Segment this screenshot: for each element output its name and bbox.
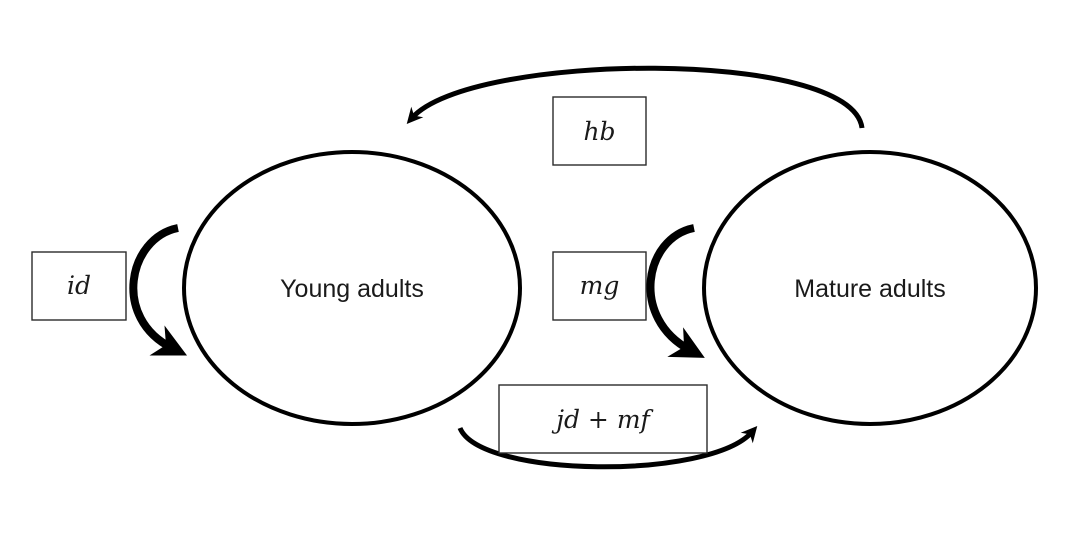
arrow-hb (406, 65, 865, 129)
rate-mg-label: mg (580, 271, 620, 300)
node-mature-adults: Mature adults (702, 150, 1038, 426)
arrow-id (129, 224, 188, 356)
young-adults-label: Young adults (280, 275, 424, 303)
mature-adults-label: Mature adults (794, 275, 945, 303)
rate-box-jd-mf: jd + mf (498, 384, 708, 454)
rate-hb-label: hb (583, 117, 615, 146)
arrow-jd-mf (457, 425, 758, 470)
rate-id-label: id (67, 271, 91, 300)
node-young-adults: Young adults (182, 150, 522, 426)
arrow-mg (646, 224, 705, 358)
rate-box-mg: mg (552, 251, 647, 321)
rate-box-hb: hb (552, 96, 647, 166)
rate-box-id: id (31, 251, 127, 321)
rate-jd-mf-label: jd + mf (551, 405, 653, 434)
